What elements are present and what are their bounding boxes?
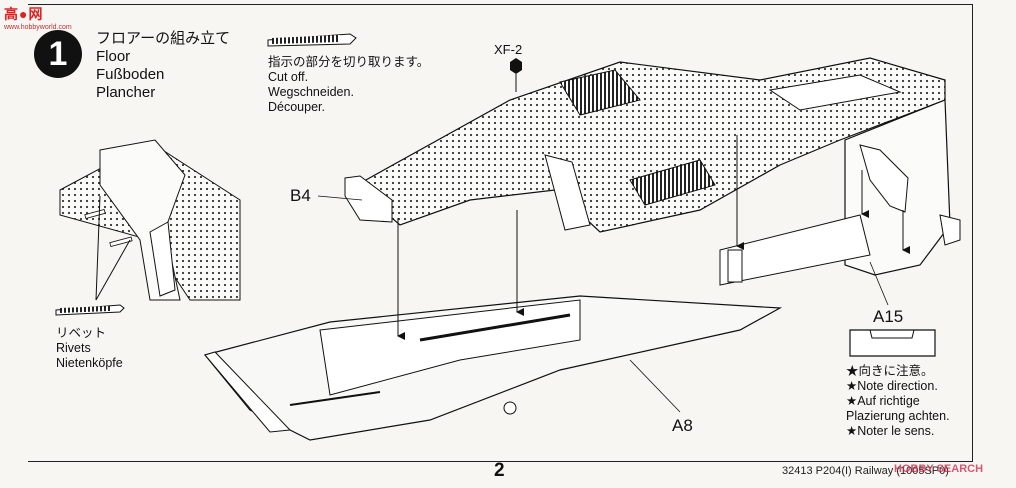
assembly-arrows (397, 135, 910, 340)
cut-note-en: Cut off. (268, 70, 309, 84)
page-number: 2 (494, 460, 505, 481)
leader-lines (317, 195, 889, 413)
cut-note-de: Wegschneiden. (268, 85, 354, 99)
watermark-sub: www.hobbyworld.com (4, 24, 72, 31)
cut-note-jp: 指示の部分を切り取ります。 (268, 55, 430, 69)
label-a8: A8 (672, 416, 693, 435)
floor-upper-panel (344, 57, 946, 233)
label-a15: A15 (873, 307, 904, 326)
step-title-en: Floor (96, 48, 131, 65)
rivet-detail-inset (59, 139, 241, 301)
footer-logo: HOBBY SEARCH (894, 463, 984, 475)
page-frame (28, 4, 973, 462)
rivets-note-en: Rivets (56, 341, 91, 355)
direction-note-fr: ★Noter le sens. (846, 424, 935, 438)
step-title-jp: フロアーの組み立て (96, 30, 231, 47)
rear-bulkhead (844, 99, 961, 276)
site-watermark: 高●网 www.hobbyworld.com (4, 4, 72, 31)
paint-xf2-icon (510, 58, 522, 92)
rivets-note-jp: リベット (56, 326, 107, 340)
direction-note-de2: Plazierung achten. (846, 409, 950, 423)
cut-off-instruction: 指示の部分を切り取ります。 Cut off. Wegschneiden. Déc… (268, 55, 429, 115)
rivet-knife-icon (55, 304, 125, 316)
cut-note-fr: Découper. (268, 100, 325, 114)
step-title: フロアーの組み立て Floor Fußboden Plancher (96, 30, 230, 102)
step-title-fr: Plancher (96, 84, 156, 101)
direction-note-jp: ★向きに注意。 (846, 364, 934, 378)
direction-note-de1: ★Auf richtige (846, 394, 920, 408)
hobby-knife-icon (267, 33, 357, 47)
rivets-instruction: リベット Rivets Nietenköpfe (56, 326, 123, 371)
footer-code: 32413 P204(I) Railway (1005SP0) (782, 465, 949, 477)
step-number-badge: 1 (34, 30, 82, 78)
label-xf2: XF-2 (494, 42, 523, 57)
direction-instruction: ★向きに注意。 ★Note direction. ★Auf richtige P… (846, 364, 950, 439)
step-title-de: Fußboden (96, 66, 165, 83)
part-a15-outline (849, 329, 936, 357)
label-b4: B4 (290, 186, 311, 205)
watermark-main: 高●网 (4, 6, 44, 22)
direction-note-en: ★Note direction. (846, 379, 938, 393)
rivets-note-de: Nietenköpfe (56, 356, 123, 370)
lower-chassis-a8 (203, 214, 871, 441)
